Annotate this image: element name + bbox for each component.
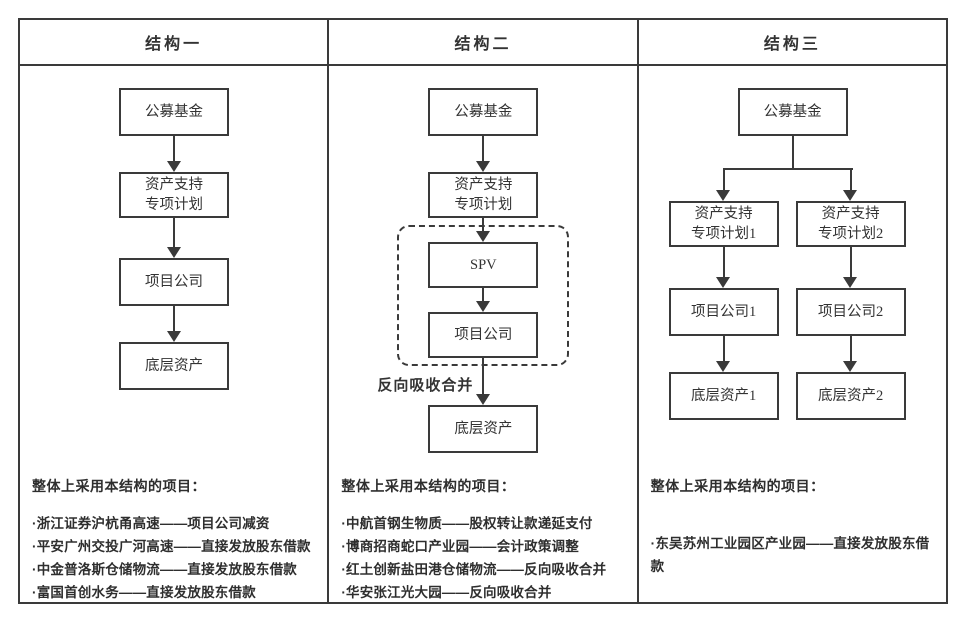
project-item: ·中航首钢生物质——股权转让款递延支付: [341, 516, 593, 531]
projects-block: 整体上采用本结构的项目： ·东吴苏州工业园区产业园——直接发放股东借款: [651, 476, 940, 578]
arrow-down-icon: [166, 306, 181, 342]
node-abs-plan: 资产支持 专项计划: [428, 172, 539, 218]
node-project-company-2: 项目公司2: [795, 288, 906, 336]
node-abs-plan-2: 资产支持 专项计划2: [795, 201, 906, 247]
node-project-company: 项目公司: [119, 258, 229, 306]
arrow-down-icon: [843, 247, 858, 288]
node-public-fund: 公募基金: [737, 88, 848, 136]
node-underlying-asset: 底层资产: [119, 342, 229, 390]
node-spv: SPV: [428, 242, 539, 288]
column-2-diagram: 公募基金 资产支持 专项计划 SPV 项目公司 反向吸收合并 底层资产 整体上采…: [329, 66, 636, 602]
projects-title: 整体上采用本结构的项目：: [341, 478, 516, 494]
branch-stem-line: [791, 136, 794, 169]
projects-block: 整体上采用本结构的项目： ·浙江证券沪杭甬高速——项目公司减资 ·平安广州交投广…: [32, 476, 321, 604]
column-structure-3: 结构三 公募基金 资产支持 专项计划1 资产支持 专项计划2 项目公司1 项目公…: [636, 20, 946, 602]
project-item: ·红土创新盐田港仓储物流——反向吸收合并: [341, 562, 607, 577]
project-item: ·东吴苏州工业园区产业园——直接发放股东借款: [650, 536, 930, 574]
projects-list: ·浙江证券沪杭甬高速——项目公司减资 ·平安广州交投广河高速——直接发放股东借款…: [32, 512, 321, 604]
arrow-down-icon: [166, 136, 181, 172]
node-abs-plan-1: 资产支持 专项计划1: [668, 201, 779, 247]
project-item: ·博商招商蛇口产业园——会计政策调整: [341, 539, 579, 554]
node-project-company: 项目公司: [428, 312, 539, 358]
projects-title: 整体上采用本结构的项目：: [650, 478, 825, 494]
project-item: ·华安张江光大园——反向吸收合并: [341, 585, 552, 600]
node-underlying-asset-1: 底层资产1: [668, 372, 779, 420]
project-item: ·浙江证券沪杭甬高速——项目公司减资: [32, 516, 270, 531]
column-3-diagram: 公募基金 资产支持 专项计划1 资产支持 专项计划2 项目公司1 项目公司2 底…: [639, 66, 946, 602]
node-public-fund: 公募基金: [119, 88, 229, 136]
column-2-header: 结构二: [329, 20, 637, 66]
node-project-company-1: 项目公司1: [668, 288, 779, 336]
arrow-down-icon: [716, 169, 731, 201]
column-3-header: 结构三: [638, 20, 946, 66]
node-underlying-asset: 底层资产: [428, 405, 539, 453]
project-item: ·平安广州交投广河高速——直接发放股东借款: [32, 539, 311, 554]
reit-structure-comparison-board: 结构一 公募基金 资产支持 专项计划 项目公司 底层资产 整体上采用本结构的项目…: [18, 18, 948, 604]
projects-list: ·东吴苏州工业园区产业园——直接发放股东借款: [651, 532, 940, 578]
arrow-down-icon: [475, 358, 490, 405]
arrow-down-icon: [716, 336, 731, 372]
arrow-down-icon: [166, 218, 181, 258]
column-structure-2: 结构二 公募基金 资产支持 专项计划 SPV 项目公司 反向吸收合并 底层资产 …: [327, 20, 637, 602]
arrow-down-icon: [843, 169, 858, 201]
project-item: ·富国首创水务——直接发放股东借款: [32, 585, 256, 600]
arrow-down-icon: [475, 136, 490, 172]
column-1-header: 结构一: [20, 20, 328, 66]
node-abs-plan: 资产支持 专项计划: [119, 172, 229, 218]
projects-block: 整体上采用本结构的项目： ·中航首钢生物质——股权转让款递延支付 ·博商招商蛇口…: [341, 476, 630, 604]
arrow-down-icon: [716, 247, 731, 288]
reverse-merger-label: 反向吸收合并: [377, 377, 474, 394]
node-public-fund: 公募基金: [428, 88, 539, 136]
arrow-down-icon: [475, 218, 490, 242]
project-item: ·中金普洛斯仓储物流——直接发放股东借款: [32, 562, 297, 577]
column-structure-1: 结构一 公募基金 资产支持 专项计划 项目公司 底层资产 整体上采用本结构的项目…: [20, 20, 328, 602]
arrow-down-icon: [843, 336, 858, 372]
column-1-diagram: 公募基金 资产支持 专项计划 项目公司 底层资产 整体上采用本结构的项目： ·浙…: [20, 66, 327, 602]
node-underlying-asset-2: 底层资产2: [795, 372, 906, 420]
arrow-down-icon: [475, 288, 490, 312]
branch-horizontal-line: [722, 168, 853, 170]
projects-title: 整体上采用本结构的项目：: [32, 478, 206, 494]
projects-list: ·中航首钢生物质——股权转让款递延支付 ·博商招商蛇口产业园——会计政策调整 ·…: [341, 512, 630, 604]
